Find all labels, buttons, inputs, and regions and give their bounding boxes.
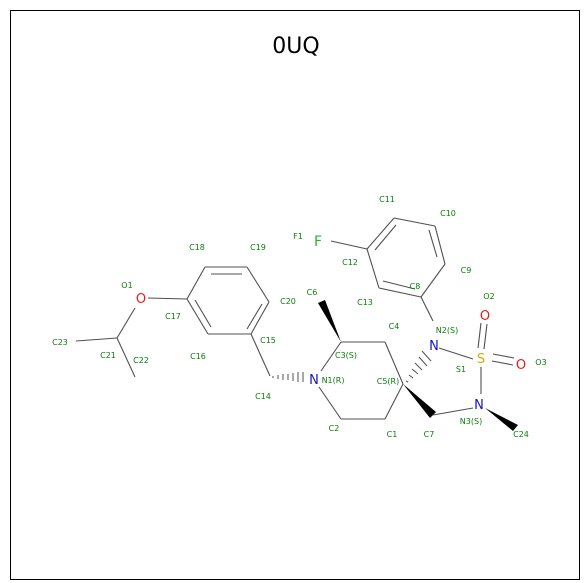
bond-c7-n3 xyxy=(432,407,474,416)
bond-c10-c11 xyxy=(393,217,436,227)
bond-c16-c17-inner xyxy=(194,299,212,328)
bond-c1-c5 xyxy=(384,383,404,420)
label-s1: S1 xyxy=(456,365,466,374)
bond-c16-c17 xyxy=(186,298,209,335)
label-o2: O2 xyxy=(483,292,494,301)
label-c19: C19 xyxy=(250,243,266,252)
bond-c8-c9 xyxy=(420,263,446,298)
element-symbols: O N N N S O O F xyxy=(136,234,526,413)
label-n1: N1(R) xyxy=(322,376,345,385)
label-c20: C20 xyxy=(280,297,296,306)
bond-c12-f1 xyxy=(330,240,368,250)
atom-o3-symbol: O xyxy=(516,358,526,373)
bond-c5-n2-hashed xyxy=(405,350,432,383)
atom-o1-symbol: O xyxy=(136,292,146,307)
bond-o1-c17 xyxy=(147,297,188,300)
label-c10: C10 xyxy=(440,209,456,218)
bond-c13-c8 xyxy=(378,287,422,298)
label-c21: C21 xyxy=(100,351,116,360)
label-c6: C6 xyxy=(307,288,318,297)
bonds xyxy=(75,217,518,431)
label-c8: C8 xyxy=(410,282,421,291)
molecule-diagram: 0UQ xyxy=(52,34,547,439)
label-c18: C18 xyxy=(189,243,205,252)
molecule-title: 0UQ xyxy=(272,34,319,59)
label-c14: C14 xyxy=(255,392,271,401)
bond-c15-c14 xyxy=(250,333,271,377)
bond-c20-c15 xyxy=(250,301,270,335)
label-n3: N3(S) xyxy=(460,417,482,426)
bond-s1-o2-a xyxy=(477,322,482,349)
bond-c14-n1-hashed xyxy=(272,372,304,382)
label-c17: C17 xyxy=(165,312,181,321)
bond-c12-c13 xyxy=(366,248,380,289)
label-f1: F1 xyxy=(293,232,303,241)
bond-c13-c8-inner xyxy=(382,280,416,290)
atom-f1-symbol: F xyxy=(314,234,322,250)
label-c23: C23 xyxy=(52,338,68,347)
bond-c20-c15-inner xyxy=(246,303,263,330)
atom-n3-symbol: N xyxy=(474,398,484,413)
bond-c9-c10 xyxy=(434,225,446,265)
atom-n2-symbol: N xyxy=(429,339,439,354)
bond-c17-c18 xyxy=(186,266,206,300)
bond-c19-c20 xyxy=(246,266,270,303)
label-c2: C2 xyxy=(329,424,340,433)
label-c9: C9 xyxy=(461,266,472,275)
label-c11: C11 xyxy=(379,195,395,204)
bond-c5-c7-wedge xyxy=(403,384,436,418)
molecule-frame: 0UQ xyxy=(10,10,580,580)
label-c22: C22 xyxy=(133,356,149,365)
bond-n1-c2 xyxy=(318,386,342,420)
label-o3: O3 xyxy=(535,358,546,367)
bond-c11-c12-inner xyxy=(374,224,397,251)
atom-o2-symbol: O xyxy=(480,309,490,324)
label-c13: C13 xyxy=(357,298,373,307)
bond-c21-o1 xyxy=(116,307,136,339)
bond-s1-o2-b xyxy=(483,323,488,350)
bond-c23-c21 xyxy=(75,337,118,342)
label-n2: N2(S) xyxy=(436,326,458,335)
bond-s1-o3-b xyxy=(491,360,514,366)
bond-n2-s1 xyxy=(438,347,474,360)
label-c3: C3(S) xyxy=(335,351,357,360)
label-o1: O1 xyxy=(121,281,132,290)
bond-n2-c8 xyxy=(420,296,434,322)
bond-c11-c12 xyxy=(366,217,395,250)
label-c4: C4 xyxy=(389,322,400,331)
bond-c5-c4 xyxy=(384,341,404,385)
label-c15: C15 xyxy=(260,336,276,345)
label-c1: C1 xyxy=(387,430,398,439)
bond-c9-c10-inner xyxy=(428,229,438,258)
bond-n3-c24-wedge xyxy=(485,408,518,431)
atom-labels: O1 O2 O3 S1 F1 N1(R) N2(S) N3(S) C1 C2 C… xyxy=(52,195,547,439)
label-c7: C7 xyxy=(424,430,435,439)
label-c24: C24 xyxy=(513,430,529,439)
atom-s1-symbol: S xyxy=(477,352,485,367)
label-c16: C16 xyxy=(190,352,206,361)
bond-c3-c6-wedge xyxy=(318,300,341,342)
label-c12: C12 xyxy=(342,258,358,267)
bond-c3-n1 xyxy=(320,341,342,372)
atom-n1-symbol: N xyxy=(309,373,319,388)
bond-c21-c22 xyxy=(116,337,136,378)
bond-s1-o3-a xyxy=(492,353,515,359)
label-c5: C5(R) xyxy=(377,377,399,386)
